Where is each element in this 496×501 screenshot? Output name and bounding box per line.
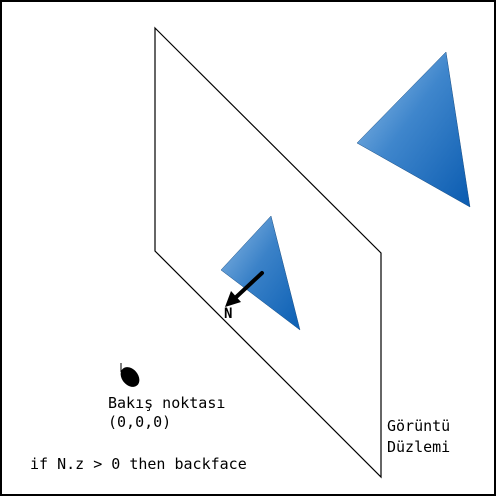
backface-condition: if N.z > 0 then backface (30, 455, 247, 473)
normal-arrow-icon (225, 271, 264, 307)
viewpoint-coordinates: (0,0,0) (108, 413, 171, 431)
viewpoint-label: Bakış noktası (108, 394, 225, 412)
object-triangle (356, 51, 471, 208)
plane-label: Görüntü (387, 417, 450, 435)
plane-label-second-line: Düzlemi (387, 438, 450, 456)
image-plane (154, 26, 382, 479)
normal-label: N (224, 306, 232, 322)
eye-icon (120, 363, 140, 387)
